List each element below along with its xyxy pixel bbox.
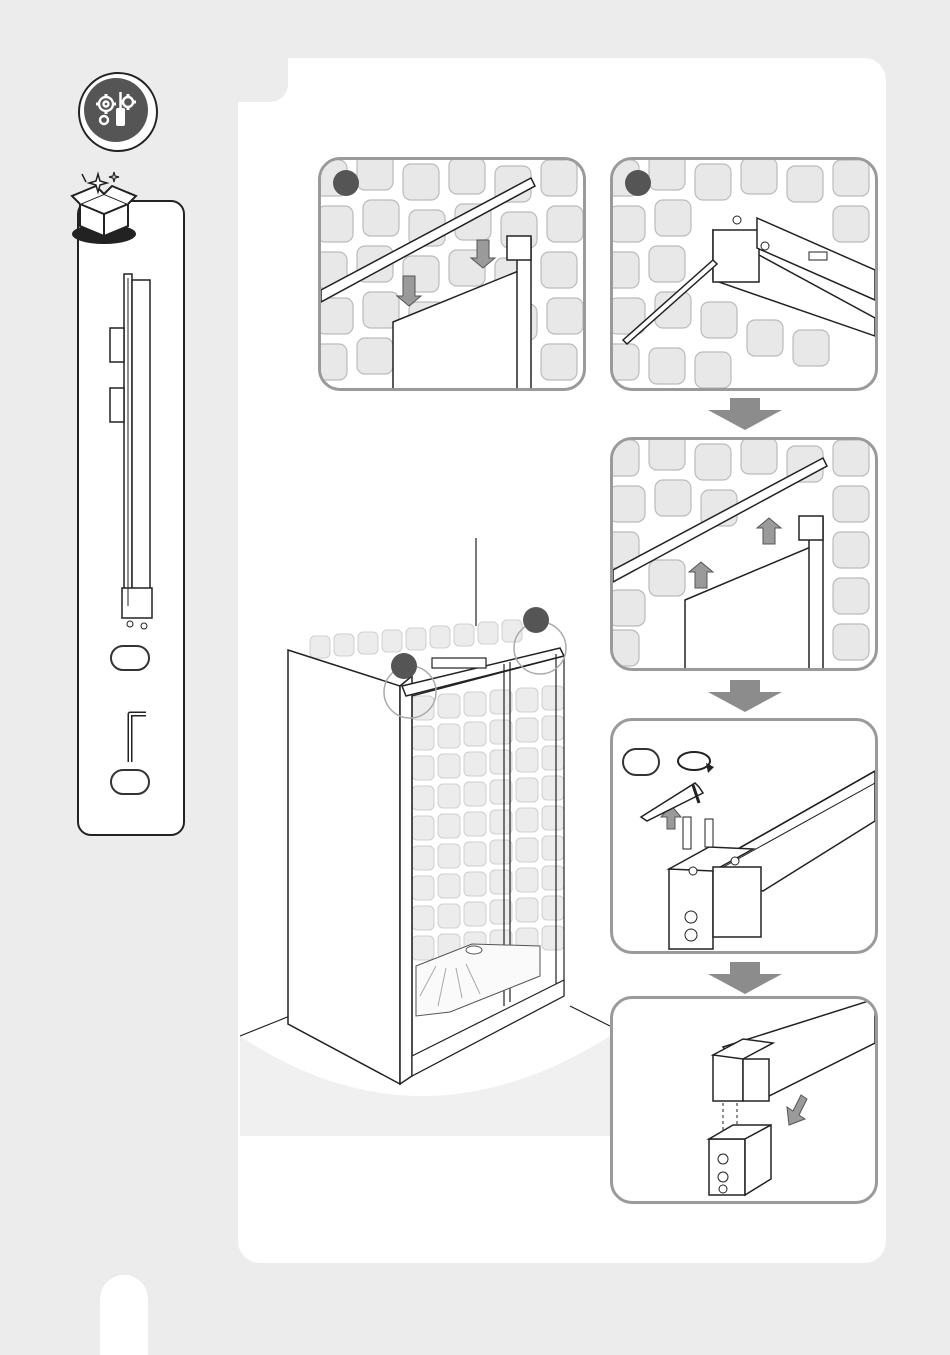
step-number-badge [333,170,359,196]
tool-quantity-oval [622,748,660,776]
gear-screwdriver-icon [84,78,148,142]
page-tab [100,1275,148,1355]
down-arrow-icon [708,398,782,430]
hex-key-quantity-oval [110,769,150,795]
shower-enclosure-overview [240,536,610,1141]
step-lift-panel-frame [610,437,878,671]
down-arrow-icon [708,680,782,712]
top-rail-part [100,266,160,641]
step-attach-end-cap-frame [610,996,878,1204]
step-level-rail-frame [610,157,878,391]
panel-notch [238,58,288,102]
step-insert-panel-frame [318,157,586,391]
step-number-badge [625,170,651,196]
part-quantity-oval [110,645,150,671]
rotate-arrow-icon [674,745,716,782]
hex-key-icon [120,708,150,769]
open-box-icon [68,168,144,251]
down-arrow-icon [708,962,782,994]
